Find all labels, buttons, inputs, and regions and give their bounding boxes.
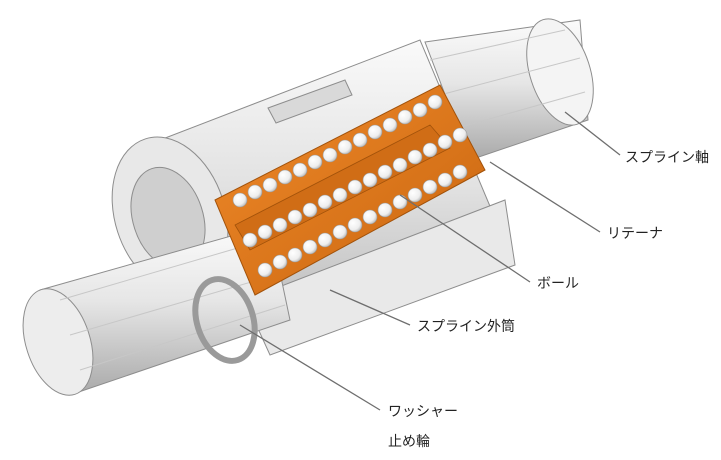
label-snap-ring: 止め輪 [388, 434, 430, 450]
label-outer-cylinder: スプライン外筒 [417, 319, 515, 335]
leader-washer [239, 324, 381, 411]
label-ball: ボール [537, 276, 579, 292]
leader-retainer [489, 161, 601, 233]
washer-snap-ring [192, 276, 258, 364]
label-washer: ワッシャー [388, 404, 458, 420]
leader-lines [239, 111, 621, 411]
label-retainer: リテーナ [607, 226, 663, 242]
label-spline-shaft: スプライン軸 [625, 150, 709, 166]
spline-shaft-right [424, 18, 594, 161]
leader-spline-shaft [564, 111, 621, 156]
balls [232, 94, 468, 278]
leader-outer-cylinder [329, 289, 411, 326]
leader-ball [399, 194, 531, 283]
spline-shaft-left [22, 224, 291, 396]
